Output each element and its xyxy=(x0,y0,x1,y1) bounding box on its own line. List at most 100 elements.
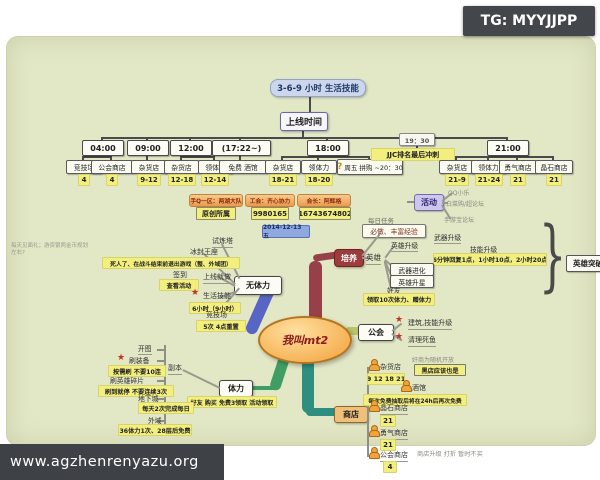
badge-369-hours[interactable]: 3-6-9 小时 生活技能 xyxy=(270,79,366,97)
center-node-wojiao-mt2[interactable]: 我叫mt2 xyxy=(258,316,352,364)
connector-line xyxy=(442,202,448,204)
note-stamina-sources[interactable]: 好友 购买 免费3领取 活动领取 xyxy=(187,396,277,408)
value-grocery-times[interactable]: 9 12 18 21 xyxy=(367,373,405,385)
value-chip[interactable]: 4 xyxy=(78,174,90,186)
side-note-daily-gift: 每天见面礼；游资银两金币规划左右? xyxy=(11,243,89,256)
node-hero-breakthrough[interactable]: 英雄突破 xyxy=(566,255,600,272)
connector-line xyxy=(487,156,489,161)
connector-line xyxy=(281,156,283,161)
label-dungeon[interactable]: 副本 xyxy=(168,363,182,375)
time-node-0900[interactable]: 09:00 xyxy=(127,140,169,156)
connector-line xyxy=(516,156,518,161)
label-hero[interactable]: 英雄 xyxy=(366,252,381,265)
connector-line xyxy=(362,257,369,259)
value-chip[interactable]: 12-18 xyxy=(168,174,196,186)
info-card-leader-value[interactable]: 16743674802 xyxy=(299,207,351,220)
info-card-guild-title[interactable]: 工会：齐心协力 xyxy=(245,194,295,207)
value-gem-shop[interactable]: 21 xyxy=(380,415,396,427)
shopkeeper-icon xyxy=(369,425,380,437)
label-guild-building[interactable]: 建筑,技能升级 xyxy=(408,318,453,330)
node-stamina[interactable]: 体力 xyxy=(219,380,253,397)
node-grocery[interactable]: 杂货店 xyxy=(439,160,475,174)
value-chip[interactable]: 18-20 xyxy=(305,174,333,186)
note-skill-recovery[interactable]: 6分钟回复1点，1小时10点，2小时20点 xyxy=(433,253,547,266)
value-courage-shop[interactable]: 21 xyxy=(380,439,396,451)
note-friend-stamina[interactable]: 领取10次体力、赠体力 xyxy=(363,293,435,306)
note-jjc-rank-sprint[interactable]: JJC排名最后冲刺 xyxy=(371,148,455,161)
connector-line xyxy=(146,154,148,161)
label-guild-cleanup[interactable]: 清理死鱼 xyxy=(408,335,436,347)
time-node-1800[interactable]: 18:00 xyxy=(307,140,349,156)
label-hero-upgrade[interactable]: 英雄升级 xyxy=(391,242,419,252)
label-weapon-upgrade[interactable]: 武器升级 xyxy=(434,234,462,244)
note-underground[interactable]: 每天2次完成每日 xyxy=(138,402,194,414)
note-frozen-throne[interactable]: 死人了、在战斗结束前退出游戏（整、外域团） xyxy=(102,257,240,269)
value-chip[interactable]: 4 xyxy=(106,174,118,186)
value-chip[interactable]: 21 xyxy=(546,174,562,186)
value-chip[interactable]: 18-21 xyxy=(269,174,297,186)
node-free-tavern[interactable]: 免费 酒馆 xyxy=(219,160,267,174)
value-chip[interactable]: 9-12 xyxy=(137,174,161,186)
note-black-shop[interactable]: 黑店应该也是 xyxy=(414,364,466,376)
node-gem-shop[interactable]: 晶石商店 xyxy=(535,160,573,174)
node-friday-groupbuy[interactable]: ? 周五 拼购 ~20：30 xyxy=(337,159,403,175)
label-gem-shop[interactable]: 晶石商店 xyxy=(380,403,408,415)
info-card-guild-value[interactable]: 9980165 xyxy=(251,207,289,220)
connector-line xyxy=(110,156,112,161)
activity-child-forum1[interactable]: 白菜购/超论坛 xyxy=(446,201,485,208)
info-card-leader-title[interactable]: 会长：阿辉格 xyxy=(297,194,351,207)
note-black-merchant[interactable]: 奸商为随机开放 xyxy=(412,357,455,364)
info-card-server-value[interactable]: 原创所属 xyxy=(196,207,236,220)
time-node-1200[interactable]: 12:00 xyxy=(170,140,212,156)
node-courage-shop[interactable]: 勇气商店 xyxy=(499,160,537,174)
node-guild[interactable]: 公会 xyxy=(358,324,394,341)
node-hero-star[interactable]: 英雄升星 xyxy=(390,275,434,288)
question-icon: ? xyxy=(337,162,343,172)
node-guild-shop[interactable]: 公会商店 xyxy=(91,160,133,174)
note-outland[interactable]: 36体力1次、28层后免费 xyxy=(118,424,192,436)
node-activity[interactable]: 活动 xyxy=(414,194,444,211)
connector-line xyxy=(83,156,112,158)
time-node-1930[interactable]: 19：30 xyxy=(399,133,435,146)
branch-cultivate xyxy=(309,261,322,323)
note-arena-reset[interactable]: 5次 4点重置 xyxy=(196,320,246,332)
node-grocery[interactable]: 杂货店 xyxy=(131,160,167,174)
branch-shop-h xyxy=(306,408,338,416)
note-life-skill-hours[interactable]: 6小时（9小时） xyxy=(189,302,241,314)
connector-line xyxy=(367,367,369,457)
note-shop-upgrade[interactable]: 商店升级 打折 暂时不买 xyxy=(417,451,483,458)
root-node-online-time[interactable]: 上线时间 xyxy=(280,112,328,131)
note-daily-must-do[interactable]: 必做、丰富经验 xyxy=(362,224,426,238)
date-note[interactable]: 2014-12-13 五 xyxy=(262,224,310,240)
info-card-server-title[interactable]: 手Q一区：两湖大队 xyxy=(189,194,243,207)
value-chip[interactable]: 12-14 xyxy=(201,174,229,186)
time-node-0400[interactable]: 04:00 xyxy=(82,140,124,156)
label-do-on-login[interactable]: 上线就做 xyxy=(203,272,231,284)
value-guild-shop2[interactable]: 4 xyxy=(383,461,397,473)
note-tavern-free-draw[interactable]: 每次免费抽取后将在24h后再次免费 xyxy=(363,394,467,406)
node-claim-stamina[interactable]: 领体力 xyxy=(471,160,506,174)
node-grocery[interactable]: 杂货店 xyxy=(164,160,199,174)
value-chip[interactable]: 21 xyxy=(510,174,526,186)
connector-line xyxy=(181,156,214,158)
value-chip[interactable]: 21-9 xyxy=(445,174,469,186)
note-check-activity[interactable]: 查看活动 xyxy=(159,279,199,291)
node-shop[interactable]: 商店 xyxy=(334,406,368,423)
activity-child-qq[interactable]: QQ小乐 xyxy=(448,190,470,197)
label-open-map[interactable]: 开图 xyxy=(138,345,152,355)
node-grocery[interactable]: 杂货店 xyxy=(265,160,301,174)
time-node-2100[interactable]: 21:00 xyxy=(487,140,529,156)
star-icon: ★ xyxy=(117,353,126,363)
activity-child-forum2[interactable]: 手游宝论坛 xyxy=(444,217,475,224)
branch-guild xyxy=(345,327,365,335)
connector-line xyxy=(157,380,165,382)
time-node-1722[interactable]: (17:22~) xyxy=(212,140,271,156)
node-no-stamina[interactable]: 无体力 xyxy=(234,276,282,295)
value-chip[interactable]: 21-24 xyxy=(475,174,503,186)
note-farm-gear[interactable]: 按需刷 不要10连 xyxy=(108,365,166,377)
node-cultivate[interactable]: 培养 xyxy=(334,249,364,267)
note-farm-shards[interactable]: 刷到就停 不要连续3次 xyxy=(98,385,174,397)
label-daily-task[interactable]: 每日任务 xyxy=(368,217,394,225)
node-claim-stamina[interactable]: 领体力 xyxy=(301,160,337,174)
label-trial-tower[interactable]: 试炼塔 xyxy=(212,236,233,248)
